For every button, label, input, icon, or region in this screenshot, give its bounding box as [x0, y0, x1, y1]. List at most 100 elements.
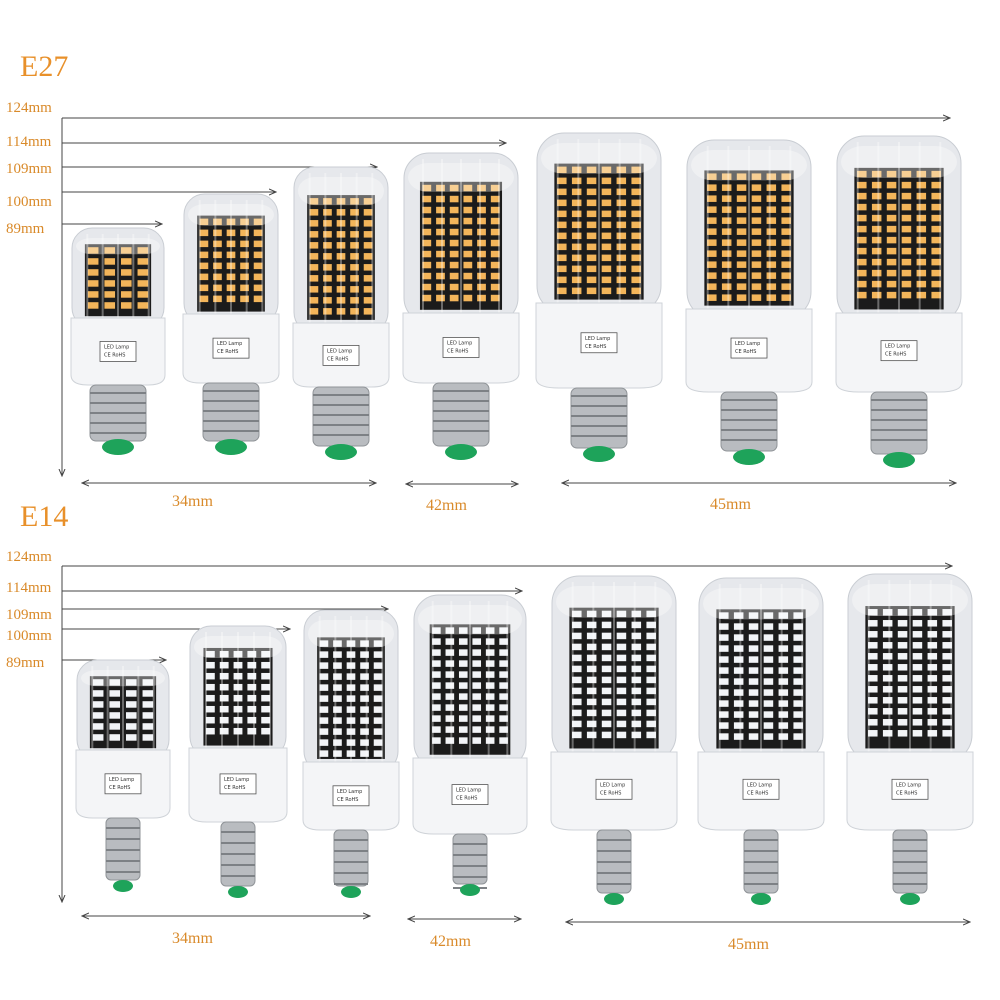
led-chip	[572, 643, 582, 651]
led-chip	[247, 727, 257, 735]
spec-stamp	[442, 337, 480, 358]
led-chip	[350, 242, 359, 249]
led-board	[865, 606, 955, 749]
led-chip	[897, 675, 908, 682]
e14-title: E14	[20, 500, 69, 533]
led-chip	[261, 672, 271, 680]
led-chip	[571, 243, 582, 251]
led-chip	[253, 251, 263, 259]
led-chip	[213, 284, 222, 292]
led-chip	[360, 662, 369, 669]
led-chip	[336, 198, 346, 205]
led-chip	[871, 280, 882, 288]
e14-height-100: 100mm	[6, 628, 52, 644]
stamp-line1: LED Lamp	[217, 341, 242, 347]
stamp-line2: CE RoHS	[447, 349, 468, 355]
led-chip	[763, 634, 774, 641]
spec-stamp	[742, 778, 780, 800]
led-chip	[247, 672, 257, 680]
led-chip	[927, 719, 938, 726]
led-chip	[120, 258, 132, 265]
led-chip	[601, 243, 612, 251]
socket-tip	[460, 884, 480, 896]
led-chip	[485, 693, 495, 700]
led-chip	[871, 258, 882, 266]
stamp-line2: CE RoHS	[104, 352, 125, 358]
led-chip	[253, 273, 263, 281]
led-chip	[736, 228, 747, 235]
led-chip	[373, 717, 383, 724]
led-chip	[733, 667, 744, 674]
led-chip	[631, 665, 642, 673]
led-chip	[631, 720, 642, 728]
led-chip	[631, 621, 642, 629]
led-chip	[736, 239, 747, 246]
led-chip	[871, 203, 882, 211]
led-chip	[350, 220, 359, 227]
screw-base	[333, 829, 369, 887]
e14-height-114: 114mm	[6, 580, 52, 596]
led-chip	[868, 730, 878, 737]
led-chip	[463, 206, 473, 214]
led-chip	[736, 294, 747, 301]
led-chip	[707, 239, 717, 246]
led-chip	[871, 192, 882, 200]
led-chip	[199, 218, 209, 226]
led-chip	[748, 733, 759, 740]
led-chip	[360, 684, 369, 691]
led-chip	[360, 673, 369, 680]
led-chip	[92, 734, 104, 741]
stamp-line1: LED Lamp	[747, 782, 772, 788]
led-chip	[601, 188, 612, 196]
led-chip	[901, 280, 912, 288]
led-chip	[719, 612, 729, 619]
led-chip	[333, 684, 342, 691]
led-chip	[897, 609, 908, 616]
led-chip	[897, 708, 908, 715]
socket-tip	[583, 446, 615, 462]
led-board	[704, 170, 794, 306]
led-chip	[733, 733, 744, 740]
glass-highlight	[841, 146, 957, 178]
led-chip	[871, 225, 882, 233]
led-chip	[436, 283, 445, 291]
led-chip	[781, 239, 791, 246]
led-chip	[253, 240, 263, 248]
led-chip	[912, 697, 923, 704]
led-chip	[432, 704, 441, 711]
led-chip	[350, 308, 359, 315]
led-chip	[261, 694, 271, 702]
stamp-line1: LED Lamp	[224, 777, 249, 783]
led-chip	[586, 287, 597, 295]
socket-tip	[102, 439, 134, 455]
led-chip	[319, 706, 329, 713]
led-chip	[485, 660, 495, 667]
led-chip	[253, 284, 263, 292]
led-chip	[142, 701, 154, 708]
led-chip	[436, 294, 445, 302]
e27-width-34: 34mm	[172, 493, 213, 510]
led-chip	[253, 229, 263, 237]
led-chip	[120, 280, 132, 287]
led-chip	[707, 250, 717, 257]
led-chip	[449, 261, 459, 269]
led-chip	[309, 220, 319, 227]
led-chip	[445, 704, 455, 711]
led-chip	[766, 217, 777, 224]
led-chip	[333, 695, 342, 702]
led-chip	[477, 228, 486, 236]
led-chip	[733, 700, 744, 707]
led-chip	[586, 265, 597, 273]
led-chip	[436, 272, 445, 280]
led-chip	[472, 726, 482, 733]
led-chip	[616, 166, 627, 174]
led-chip	[897, 697, 908, 704]
led-chip	[350, 253, 359, 260]
led-chip	[557, 243, 567, 251]
led-chip	[472, 638, 482, 645]
led-chip	[601, 254, 612, 262]
led-chip	[916, 225, 927, 233]
led-chip	[458, 671, 468, 678]
